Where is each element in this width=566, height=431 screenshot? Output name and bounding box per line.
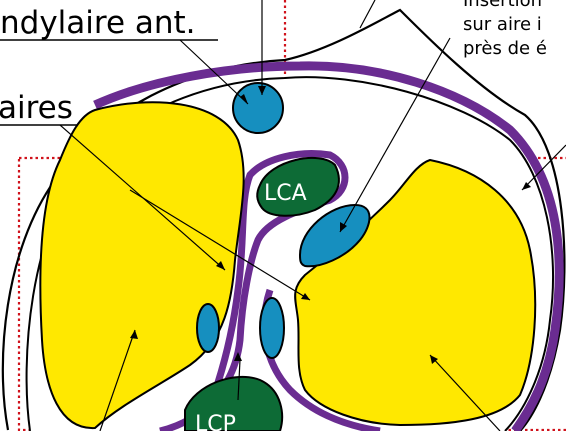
bursa-blue-top bbox=[233, 83, 283, 133]
bursa-blue-right-small bbox=[260, 298, 284, 358]
bursa-blue-left-small bbox=[197, 304, 219, 352]
label-insertion-1: Insertion bbox=[463, 0, 542, 11]
label-lcp: LCP bbox=[195, 412, 236, 431]
label-insertion-3: près de é bbox=[463, 38, 547, 59]
label-menisque-aires: aires bbox=[0, 90, 73, 126]
label-insertion-2: sur aire i bbox=[463, 14, 542, 35]
label-lca: LCA bbox=[264, 181, 307, 206]
label-condyle-ant: ndylaire ant. bbox=[0, 5, 196, 41]
